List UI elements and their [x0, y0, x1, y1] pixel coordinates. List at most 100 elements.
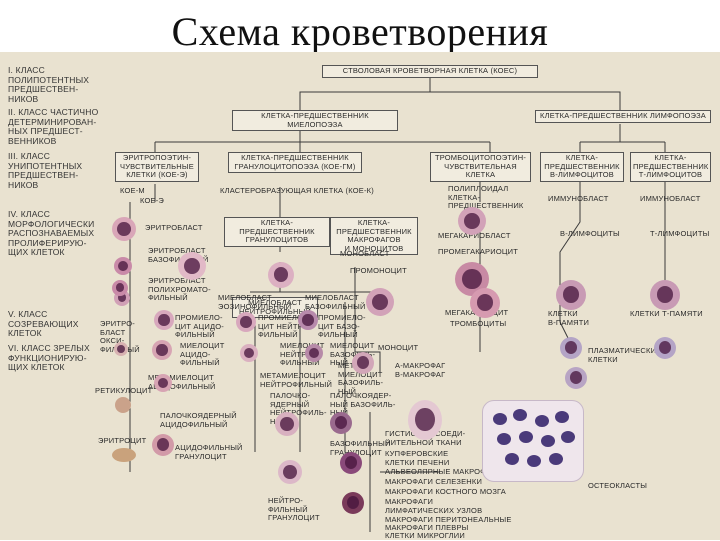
label-polyploid-precursor: ПОЛИПЛОИДАЛ КЛЕТКА- ПРЕДШЕСТВЕННИК [448, 185, 524, 211]
osteoclast-nucleus [555, 411, 569, 423]
label-promyelocyte-basophilic: ПРОМИЕЛО- ЦИТ БАЗО- ФИЛЬНЫЙ [318, 314, 366, 340]
osteoclast-nucleus [549, 453, 563, 465]
label-promyelocyte-acidophilic: ПРОМИЕЛО- ЦИТ АЦИДО- ФИЛЬНЫЙ [175, 314, 224, 340]
label-erythroblast: ЭРИТРОБЛАСТ [145, 224, 203, 233]
erythroblast-2-cell [112, 280, 128, 296]
label-b-lymphocytes: В-ЛИМФОЦИТЫ [560, 230, 620, 239]
label-koe-e: КОЕ-Э [140, 197, 164, 206]
label-band-acidophilic: ПАЛОЧКОЯДЕРНЫЙ АЦИДОФИЛЬНЫЙ [160, 412, 237, 429]
label-macrophages-a-b: А-МАКРОФАГ В-МАКРОФАГ [395, 362, 445, 379]
connector-lympho-branches [580, 124, 665, 154]
hematopoiesis-scheme: I. КЛАСС ПОЛИПОТЕНТНЫХ ПРЕДШЕСТВЕН- НИКО… [0, 52, 720, 540]
myelocyte-neutrophilic-cell [240, 344, 258, 362]
osteoclast-nucleus [497, 433, 511, 445]
class-label-4: IV. КЛАСС МОРФОЛОГИЧЕСКИ РАСПОЗНАВАЕМЫХ … [8, 210, 94, 258]
label-monocyte: МОНОЦИТ [378, 344, 418, 353]
label-kupffer-cells: КУПФЕРОВСКИЕ КЛЕТКИ ПЕЧЕНИ [385, 450, 450, 467]
osteoclast-cell [482, 400, 584, 482]
band-acidophilic-cell [152, 434, 174, 456]
label-spleen-macrophages: МАКРОФАГИ СЕЛЕЗЕНКИ [385, 478, 482, 487]
t-lymphocyte-precursor-box: КЛЕТКА- ПРЕДШЕСТВЕННИК Т-ЛИМФОЦИТОВ [630, 152, 711, 182]
label-granulocyte-neutrophilic: НЕЙТРО- ФИЛЬНЫЙ ГРАНУЛОЦИТ [268, 497, 320, 523]
b-memory-cell [560, 337, 582, 359]
myeloblast-eosinophilic-cell [178, 252, 206, 280]
class-label-1: I. КЛАСС ПОЛИПОТЕНТНЫХ ПРЕДШЕСТВЕН- НИКО… [8, 66, 89, 104]
polyploid-precursor-cell [458, 207, 486, 235]
label-bone-marrow-macrophages: МАКРОФАГИ КОСТНОГО МОЗГА [385, 488, 506, 497]
label-t-memory-cells: КЛЕТКИ Т-ПАМЯТИ [630, 310, 703, 319]
promyelocyte-neutrophilic-cell [236, 312, 256, 332]
erythroblast-basophilic-cell [114, 257, 132, 275]
label-granulocyte-basophilic: БАЗОФИЛЬНЫЙ ГРАНУЛОЦИТ [330, 440, 391, 457]
promyelocyte-basophilic-cell [298, 310, 318, 330]
myelocyte-acidophilic-cell [152, 340, 172, 360]
label-osteoclasts: ОСТЕОКЛАСТЫ [588, 482, 647, 491]
page-title: Схема кроветворения [0, 8, 720, 55]
label-promonocyte: ПРОМОНОЦИТ [350, 267, 407, 276]
label-erythroblast-polychromatophilic: ЭРИТРОБЛАСТ ПОЛИХРОМАТО- ФИЛЬНЫЙ [148, 277, 211, 303]
megakaryocyte-cell [470, 288, 500, 318]
promonocyte-cell [366, 288, 394, 316]
osteoclast-nucleus [493, 413, 507, 425]
myelopoiesis-precursor-box: КЛЕТКА-ПРЕДШЕСТВЕННИК МИЕЛОПОЭЗА [232, 110, 398, 131]
label-lymph-node-macrophages: МАКРОФАГИ ЛИМФАТИЧЕСКИХ УЗЛОВ [385, 498, 482, 515]
lymphopoiesis-precursor-box: КЛЕТКА-ПРЕДШЕСТВЕННИК ЛИМФОПОЭЗА [535, 110, 711, 123]
metamyelocyte-acidophilic-cell [154, 374, 172, 392]
granulocyte-precursor-box: КЛЕТКА-ПРЕДШЕСТВЕННИК ГРАНУЛОЦИТОВ [224, 217, 330, 247]
label-immunoblast-t: ИММУНОБЛАСТ [640, 195, 701, 204]
connector-stem-myelo [300, 74, 430, 112]
osteoclast-nucleus [535, 415, 549, 427]
label-myeloblast-basophilic: МИЕЛОБЛАСТ БАЗОФИЛЬНЫЙ [305, 294, 366, 311]
label-metamyelocyte-neutrophilic: МЕТАМИЕЛОЦИТ НЕЙТРОФИЛЬНЫЙ [260, 372, 332, 389]
macrophage-cell [408, 400, 442, 440]
osteoclast-nucleus [541, 435, 555, 447]
label-microglia-cells: КЛЕТКИ МИКРОГЛИИ [385, 532, 465, 541]
basophil-granulocyte-cell [340, 452, 362, 474]
class-label-6: VI. КЛАСС ЗРЕЛЫХ ФУНКЦИОНИРУЮ- ЩИХ КЛЕТО… [8, 344, 90, 373]
b-lymphocyte-precursor-box: КЛЕТКА- ПРЕДШЕСТВЕННИК В-ЛИМФОЦИТОВ [540, 152, 624, 182]
monocyte-cell [352, 352, 374, 374]
erythroblast-oxyphilic-cell [114, 342, 128, 356]
label-myelocyte-acidophilic: МИЕЛОЦИТ АЦИДО- ФИЛЬНЫЙ [180, 342, 225, 368]
osteoclast-nucleus [505, 453, 519, 465]
label-thrombocytes: ТРОМБОЦИТЫ [450, 320, 506, 329]
label-promegakaryocyte: ПРОМЕГАКАРИОЦИТ [438, 248, 518, 257]
reticulocyte-cell [115, 397, 131, 413]
thrombopoietin-cell-box: ТРОМБОЦИТОПОЭТИН- ЧУВСТВИТЕЛЬНАЯ КЛЕТКА [430, 152, 531, 182]
label-granulocyte-acidophilic: АЦИДОФИЛЬНЫЙ ГРАНУЛОЦИТ [175, 444, 243, 461]
label-plasma-cells: ПЛАЗМАТИЧЕСКИЕ КЛЕТКИ [588, 347, 661, 364]
neutrophil-granulocyte-cell [278, 460, 302, 484]
osteoclast-nucleus [527, 455, 541, 467]
t-lymphocyte-cell [650, 280, 680, 310]
label-koe-m: КОЕ-М [120, 187, 145, 196]
label-cluster-forming-cell: КЛАСТЕРОБРАЗУЮЩАЯ КЛЕТКА (КОЕ-К) [220, 187, 374, 196]
class-label-2: II. КЛАСС ЧАСТИЧНО ДЕТЕРМИНИРОВАН- НЫХ П… [8, 108, 98, 146]
label-b-memory-cells: КЛЕТКИ В-ПАМЯТИ [548, 310, 589, 327]
label-t-lymphocytes: Т-ЛИМФОЦИТЫ [650, 230, 709, 239]
osteoclast-nucleus [519, 431, 533, 443]
t-memory-cell [654, 337, 676, 359]
label-erythrocyte: ЭРИТРОЦИТ [98, 437, 146, 446]
erythrocyte-cell [112, 448, 136, 462]
connector-stem-lympho [430, 92, 620, 112]
stem-cell-box: СТВОЛОВАЯ КРОВЕТВОРНАЯ КЛЕТКА (КОЕС) [322, 65, 538, 78]
label-reticulocyte: РЕТИКУЛОЦИТ [95, 387, 152, 396]
band-basophilic-cell [330, 412, 352, 434]
erythropoietin-cells-box: ЭРИТРОПОЭТИН- ЧУВСТВИТЕЛЬНЫЕ КЛЕТКИ (КОЕ… [115, 152, 199, 182]
osteoclast-nucleus [513, 409, 527, 421]
class-label-3: III. КЛАСС УНИПОТЕНТНЫХ ПРЕДШЕСТВЕН- НИК… [8, 152, 82, 190]
b-lymphocyte-cell [556, 280, 586, 310]
erythroblast-cell [112, 217, 136, 241]
myelocyte-basophilic-cell [305, 344, 323, 362]
promyelocyte-acidophilic-cell [154, 310, 174, 330]
granulocytopoiesis-precursor-box: КЛЕТКА-ПРЕДШЕСТВЕННИК ГРАНУЛОЦИТОПОЭЗА (… [228, 152, 362, 173]
band-neutrophilic-cell [275, 412, 299, 436]
class-label-5: V. КЛАСС СОЗРЕВАЮЩИХ КЛЕТОК [8, 310, 79, 339]
osteoclast-nucleus [561, 431, 575, 443]
label-myeloblast-eosinophilic: МИЕЛОБЛАСТ ЭОЗИНОФИЛЬНЫЙ [218, 294, 291, 311]
label-immunoblast-b: ИММУНОБЛАСТ [548, 195, 609, 204]
label-monoblast: МОНОБЛАСТ [340, 250, 390, 259]
plasma-cell [565, 367, 587, 389]
basophil-granulocyte-2-cell [342, 492, 364, 514]
myeloblast-neutrophilic-cell [268, 262, 294, 288]
